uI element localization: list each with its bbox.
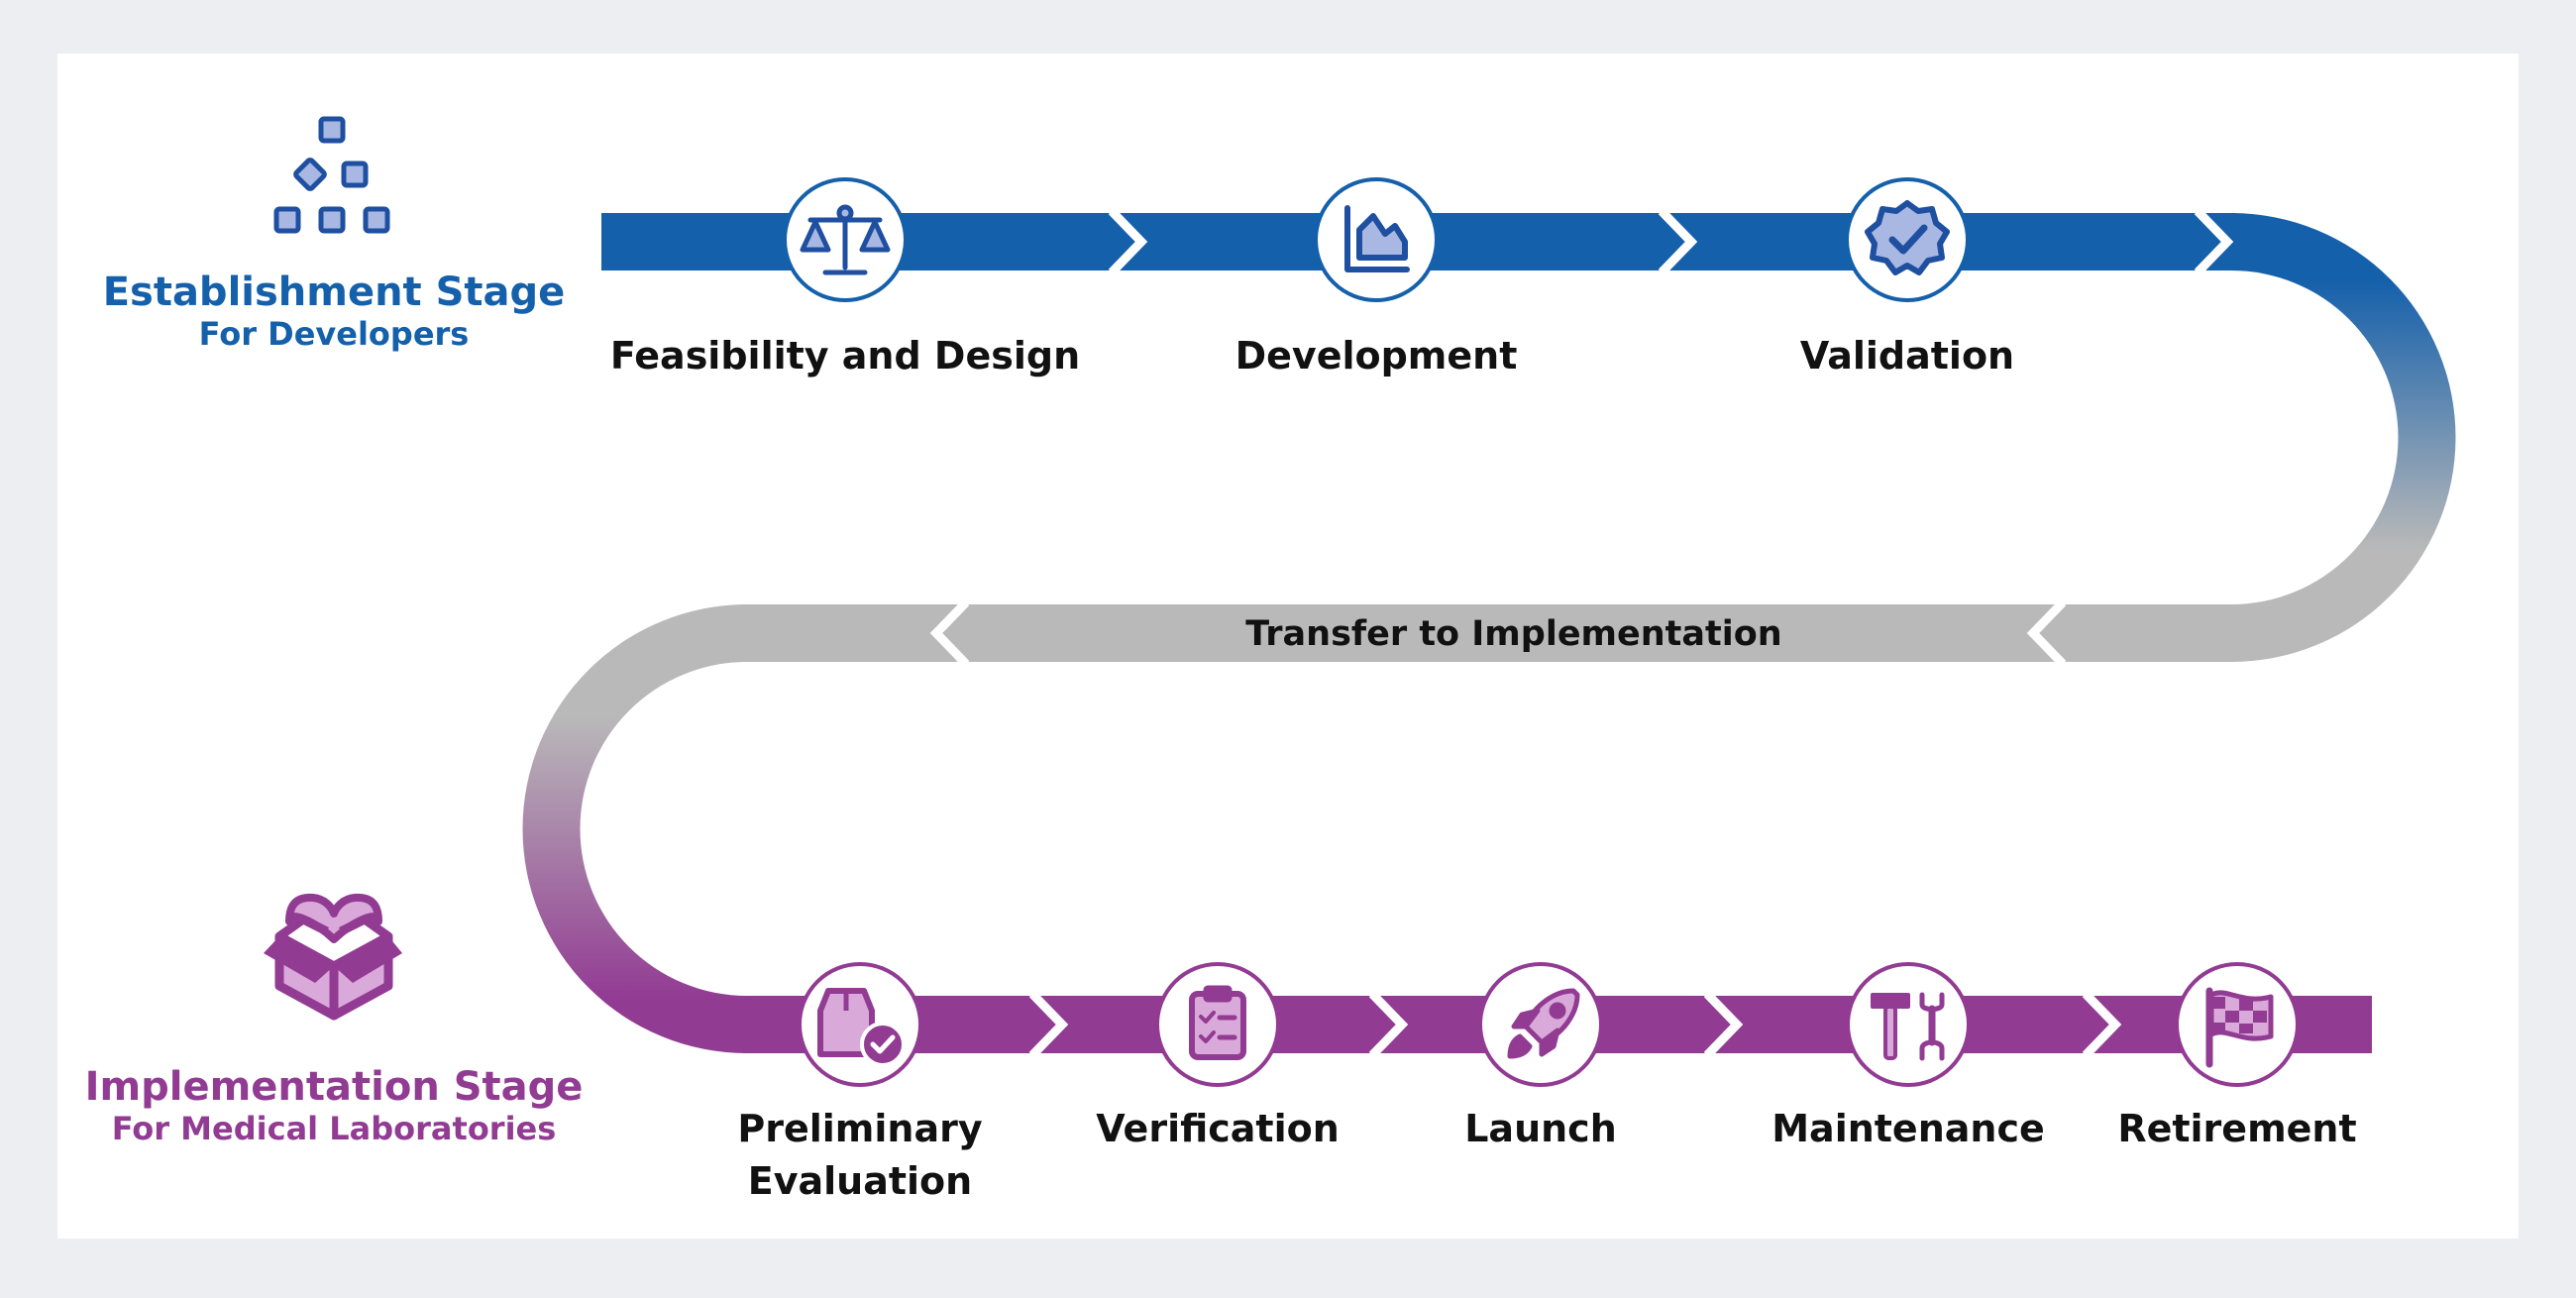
step-label: Maintenance	[1771, 1107, 2045, 1150]
step-label: Retirement	[2117, 1107, 2356, 1150]
hammer-wrench-icon	[1871, 992, 1945, 1061]
establishment-stage: Establishment Stage For Developers	[103, 116, 566, 353]
transfer-label: Transfer to Implementation	[1245, 614, 1781, 654]
chevron-right	[1028, 990, 1069, 1059]
chevron-right	[2082, 990, 2122, 1059]
chevron-right	[1703, 990, 1744, 1059]
implementation-stage: Implementation Stage For Medical Laborat…	[85, 893, 584, 1147]
step-preliminary-evaluation: Preliminary Evaluation	[737, 962, 983, 1203]
step-development: Development	[1235, 177, 1518, 378]
blocks-icon	[273, 116, 390, 234]
chevron-right	[1658, 207, 1698, 276]
implementation-stage-subtitle: For Medical Laboratories	[112, 1110, 557, 1147]
implementation-stage-title: Implementation Stage	[85, 1064, 584, 1110]
establishment-stage-title: Establishment Stage	[103, 270, 566, 315]
document-check-icon	[817, 988, 906, 1067]
chevron-right	[2194, 207, 2234, 276]
balance-scale-icon	[800, 204, 891, 275]
chevron-right	[1108, 207, 1148, 276]
step-circle	[1846, 962, 1971, 1087]
step-retirement: Retirement	[2117, 962, 2357, 1150]
step-maintenance: Maintenance	[1771, 962, 2045, 1150]
left-turn-band	[522, 604, 749, 1053]
step-label: Feasibility and Design	[610, 334, 1080, 378]
checkered-flag-icon	[2205, 987, 2274, 1068]
open-box-heart-icon	[264, 893, 402, 1021]
step-label: Launch	[1464, 1107, 1617, 1150]
transfer-band	[741, 604, 2235, 662]
rocket-icon	[1507, 988, 1580, 1059]
right-turn-band	[2229, 213, 2456, 662]
step-label-line1: Preliminary	[737, 1107, 982, 1150]
area-chart-icon	[1344, 205, 1410, 272]
chevron-left	[2026, 598, 2067, 668]
chevron-left	[929, 598, 970, 668]
step-feasibility-and-design: Feasibility and Design	[610, 177, 1080, 378]
step-label: Development	[1235, 334, 1518, 378]
step-label-line2: Evaluation	[748, 1159, 972, 1203]
verified-badge-icon	[1865, 200, 1950, 275]
step-verification: Verification	[1096, 962, 1340, 1150]
step-launch: Launch	[1464, 962, 1617, 1150]
establishment-stage-subtitle: For Developers	[199, 315, 470, 353]
clipboard-checklist-icon	[1189, 985, 1246, 1060]
step-label: Validation	[1800, 334, 2014, 378]
step-label: Verification	[1096, 1107, 1340, 1150]
chevron-right	[1368, 990, 1409, 1059]
step-validation: Validation	[1800, 177, 2014, 378]
